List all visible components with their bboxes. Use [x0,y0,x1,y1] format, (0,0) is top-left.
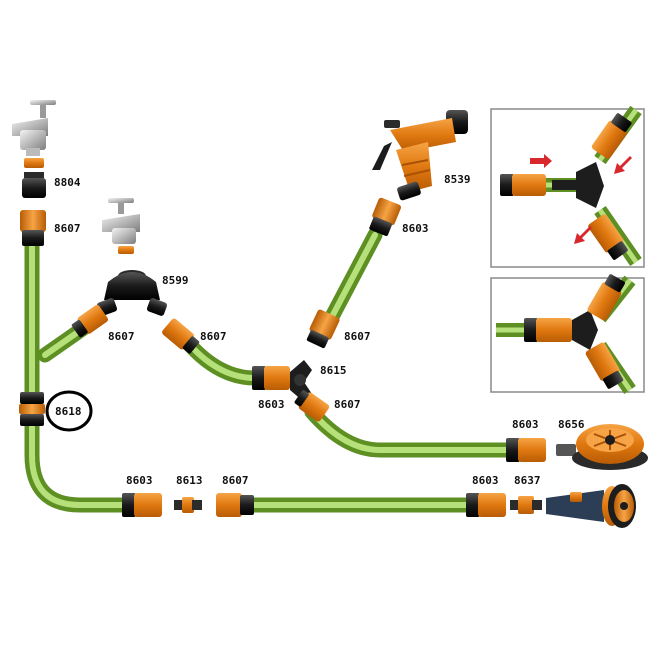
label-tap-connector: 8804 [54,176,81,189]
label-spray-gun: 8539 [444,173,471,186]
nozzle-icon [546,484,636,528]
double-tap [96,246,168,316]
gun-hose-connector [306,309,340,349]
label-hose-connector-y-left: 8607 [108,330,135,343]
detail-panel-exploded [490,105,645,268]
faucet-icon [12,100,56,156]
label-bottom-connector-2: 8603 [472,474,499,487]
sprinkler-connector [506,438,546,462]
bottom-connector-1 [122,493,162,517]
tap-connector [22,158,46,198]
bottom-coupling [174,497,202,513]
label-bottom-connector-1: 8603 [126,474,153,487]
label-gun-hose-connector: 8607 [344,330,371,343]
sprinkler-icon [556,424,648,470]
hose-connector-y-right [162,318,200,354]
hose-to-sprinkler [304,404,518,458]
bottom-connector-2 [466,493,506,517]
highlight-circle [45,390,93,432]
label-hose-connector-y-right: 8607 [200,330,227,343]
hose-connector-top-left [20,210,46,246]
label-hose-connector-top-left: 8607 [54,222,81,235]
spray-gun-icon [372,110,468,201]
label-bottom-hose-connector: 8607 [222,474,249,487]
three-way-lower-connector [294,390,330,422]
label-repair-joint: 8618 [55,405,82,418]
detail-panel-assembled [490,274,645,394]
three-way [290,360,312,402]
repair-joint [19,392,45,426]
label-gun-connector: 8603 [402,222,429,235]
label-nozzle-adapter: 8637 [514,474,541,487]
hose-connector-y-left [71,304,109,338]
junction-connector [252,366,290,390]
label-junction-connector: 8603 [258,398,285,411]
faucet-icon [102,198,140,244]
gun-connector [369,197,401,236]
label-sprinkler: 8656 [558,418,585,431]
label-three-way-lower: 8607 [334,398,361,411]
label-double-tap: 8599 [162,274,189,287]
push-arrow-icon [530,154,632,244]
bottom-hose-connector [216,493,254,517]
label-sprinkler-connector: 8603 [512,418,539,431]
label-three-way: 8615 [320,364,347,377]
nozzle-adapter [510,496,542,514]
label-bottom-coupling: 8613 [176,474,203,487]
